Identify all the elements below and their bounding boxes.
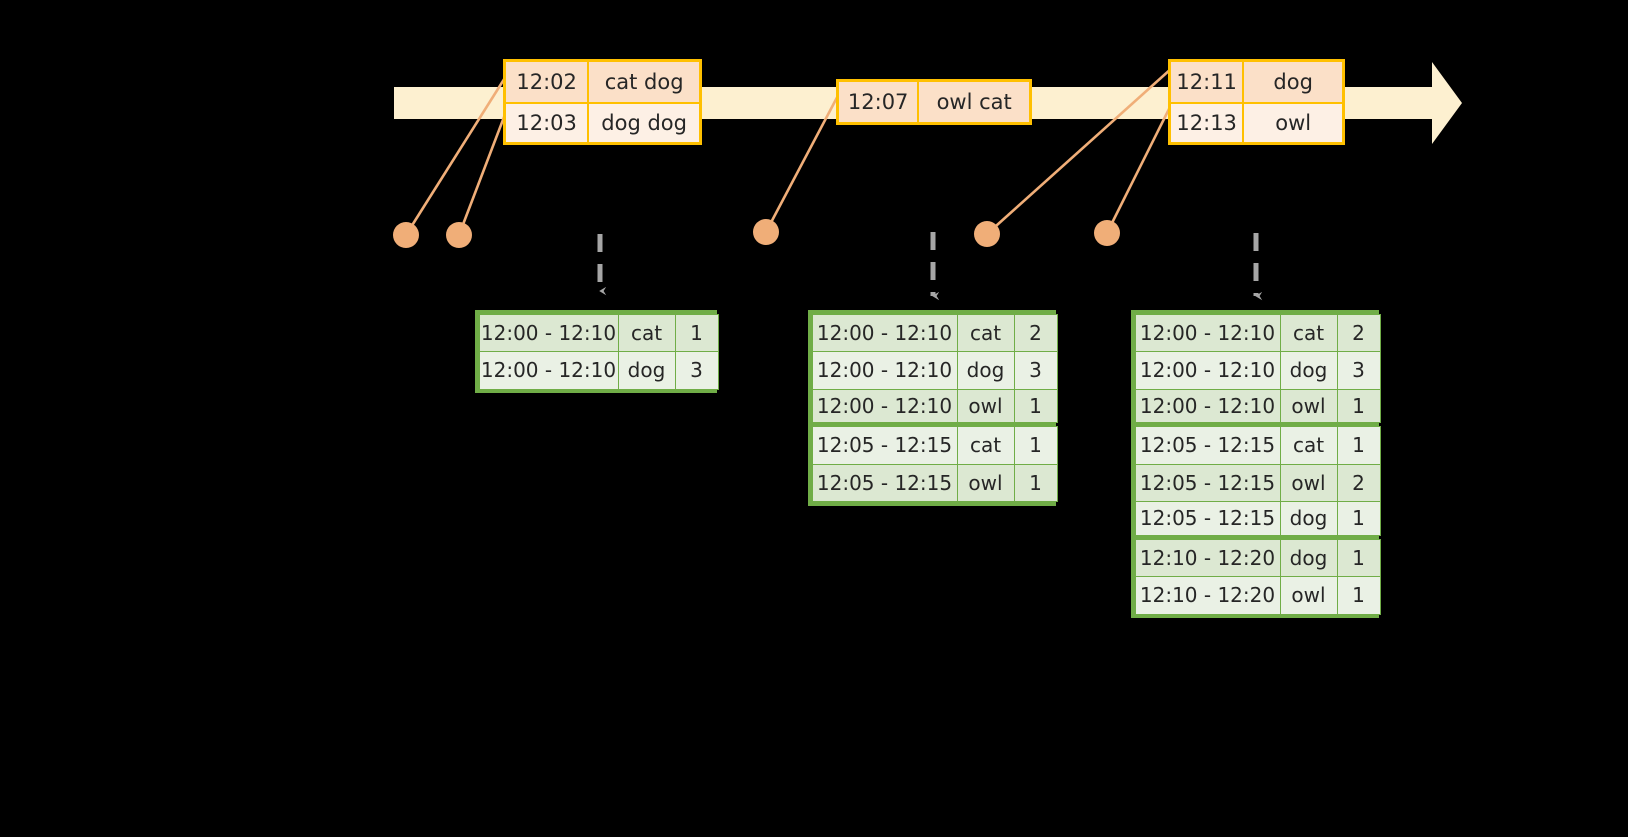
word-cell: owl <box>1279 388 1338 423</box>
event-dot-1 <box>393 222 419 248</box>
window-cell: 12:00 - 12:10 <box>811 388 958 423</box>
event-timestamp: 12:11 <box>1171 62 1245 102</box>
window-cell: 12:10 - 12:20 <box>1134 576 1281 615</box>
count-cell: 1 <box>1013 426 1058 465</box>
window-cell: 12:00 - 12:10 <box>811 351 958 390</box>
word-cell: owl <box>1279 576 1338 615</box>
event-timestamp: 12:02 <box>506 62 590 102</box>
word-cell: dog <box>956 351 1015 390</box>
event-words: owl cat <box>919 82 1029 122</box>
count-cell: 2 <box>1336 313 1381 352</box>
window-cell: 12:00 - 12:10 <box>1134 351 1281 390</box>
count-cell: 2 <box>1013 313 1058 352</box>
word-cell: owl <box>956 388 1015 423</box>
word-cell: cat <box>617 313 676 352</box>
connector-2 <box>457 103 511 236</box>
count-cell: 3 <box>1013 351 1058 390</box>
window-cell: 12:05 - 12:15 <box>1134 501 1281 536</box>
count-cell: 1 <box>1336 538 1381 577</box>
window-cell: 12:05 - 12:15 <box>811 463 958 502</box>
word-cell: owl <box>956 463 1015 502</box>
event-timestamp: 12:13 <box>1171 104 1245 142</box>
event-dot-2 <box>446 222 472 248</box>
event-words: cat dog <box>589 62 699 102</box>
connector-3 <box>764 87 844 233</box>
word-cell: cat <box>1279 426 1338 465</box>
word-cell: dog <box>617 351 676 390</box>
word-cell: cat <box>956 313 1015 352</box>
event-timestamp: 12:07 <box>839 82 920 122</box>
count-cell: 2 <box>1336 463 1381 502</box>
event-words: owl <box>1244 104 1342 142</box>
word-cell: cat <box>1279 313 1338 352</box>
event-dots <box>393 219 1120 248</box>
window-cell: 12:00 - 12:10 <box>811 313 958 352</box>
word-cell: owl <box>1279 463 1338 502</box>
count-cell: 1 <box>1336 388 1381 423</box>
word-cell: dog <box>1279 351 1338 390</box>
connector-5 <box>1105 102 1174 234</box>
event-dot-5 <box>1094 220 1120 246</box>
count-cell: 1 <box>1336 426 1381 465</box>
word-cell: dog <box>1279 538 1338 577</box>
window-cell: 12:05 - 12:15 <box>811 426 958 465</box>
count-cell: 1 <box>1336 501 1381 536</box>
event-words: dog dog <box>589 104 699 142</box>
connector-1 <box>404 72 510 236</box>
event-dot-4 <box>974 221 1000 247</box>
window-cell: 12:00 - 12:10 <box>478 351 619 390</box>
word-cell: cat <box>956 426 1015 465</box>
window-cell: 12:05 - 12:15 <box>1134 463 1281 502</box>
count-cell: 3 <box>674 351 719 390</box>
window-cell: 12:00 - 12:10 <box>1134 313 1281 352</box>
window-cell: 12:00 - 12:10 <box>478 313 619 352</box>
window-cell: 12:10 - 12:20 <box>1134 538 1281 577</box>
event-timestamp: 12:03 <box>506 104 590 142</box>
window-cell: 12:00 - 12:10 <box>1134 388 1281 423</box>
dashed-arrows <box>597 232 1263 301</box>
event-words: dog <box>1244 62 1342 102</box>
count-cell: 1 <box>1013 388 1058 423</box>
count-cell: 3 <box>1336 351 1381 390</box>
count-cell: 1 <box>1013 463 1058 502</box>
count-cell: 1 <box>1336 576 1381 615</box>
event-dot-3 <box>753 219 779 245</box>
word-cell: dog <box>1279 501 1338 536</box>
window-cell: 12:05 - 12:15 <box>1134 426 1281 465</box>
count-cell: 1 <box>674 313 719 352</box>
